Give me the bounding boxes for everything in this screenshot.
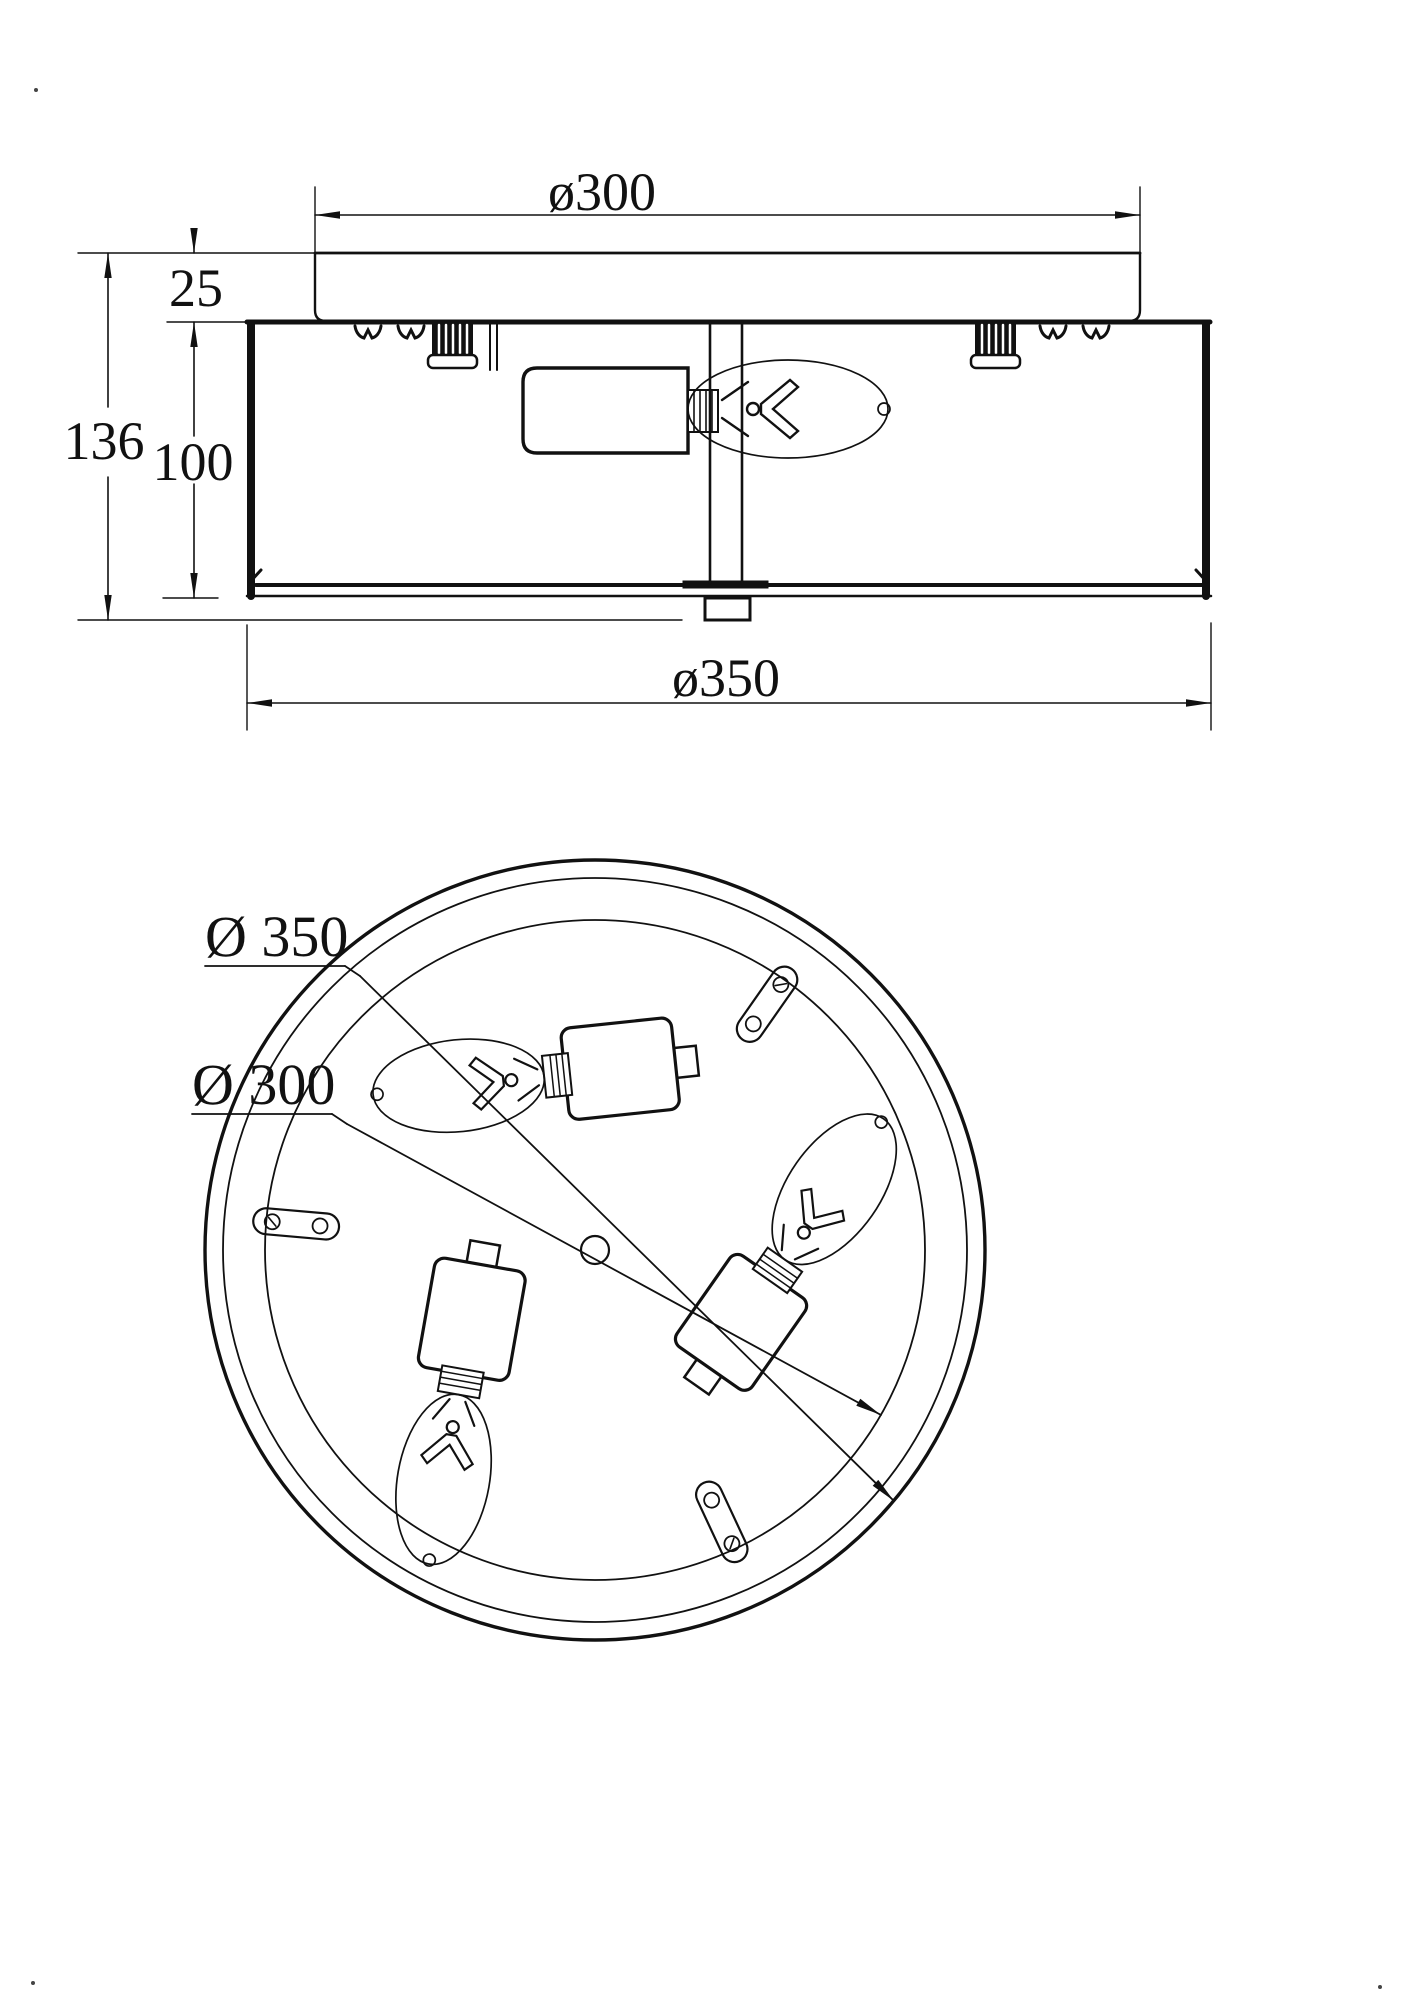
center-hole (579, 1234, 611, 1266)
filament (720, 378, 800, 440)
inner-rim-circle (222, 877, 968, 1623)
socket-hanger-rod (489, 321, 498, 371)
canopy-plate (313, 251, 1142, 323)
dimension-shade-height (190, 321, 198, 599)
candle-bulb-side (687, 359, 891, 459)
mounting-slot-bottom (695, 1480, 749, 1564)
side-elevation-view (77, 186, 1213, 731)
cable-gland-right (969, 323, 1022, 370)
page-speck-marks (31, 88, 1382, 1989)
dimension-shade-diameter (246, 699, 1212, 707)
dim-overall-height-label: 136 (64, 411, 145, 471)
dimension-canopy-diameter (314, 211, 1141, 219)
mounting-slot-upper-right (735, 965, 799, 1043)
leader-inner-diameter (191, 1113, 882, 1416)
plan-view (191, 858, 987, 1642)
extension-lines (77, 186, 1212, 731)
mounting-slot-left (252, 1207, 341, 1241)
socket-housing (521, 366, 690, 455)
leader-outer-diameter (204, 965, 895, 1502)
shade-body (244, 319, 1213, 600)
cable-gland-left (426, 323, 479, 370)
outer-rim-circle (203, 858, 987, 1642)
plan-inner-diameter-label: Ø 300 (192, 1052, 335, 1117)
finial-knob (703, 596, 752, 622)
diameter-300-circle (264, 919, 926, 1581)
bulb-assembly-right (657, 1089, 924, 1414)
dim-shade-height-label: 100 (153, 432, 234, 492)
dim-canopy-height-label: 25 (169, 258, 223, 318)
dim-shade-diameter-label: ø350 (672, 648, 780, 708)
spring-clip-icons (353, 324, 1111, 340)
plan-circles (203, 858, 987, 1642)
dimension-overall-height (104, 252, 112, 621)
bulb-assembly-top (364, 1013, 704, 1143)
center-stem (703, 320, 752, 622)
bulb-base (687, 389, 719, 433)
plan-outer-diameter-label: Ø 350 (205, 904, 348, 969)
bulb-assembly-lower-left (381, 1233, 533, 1576)
dim-canopy-diameter-label: ø300 (548, 162, 656, 222)
